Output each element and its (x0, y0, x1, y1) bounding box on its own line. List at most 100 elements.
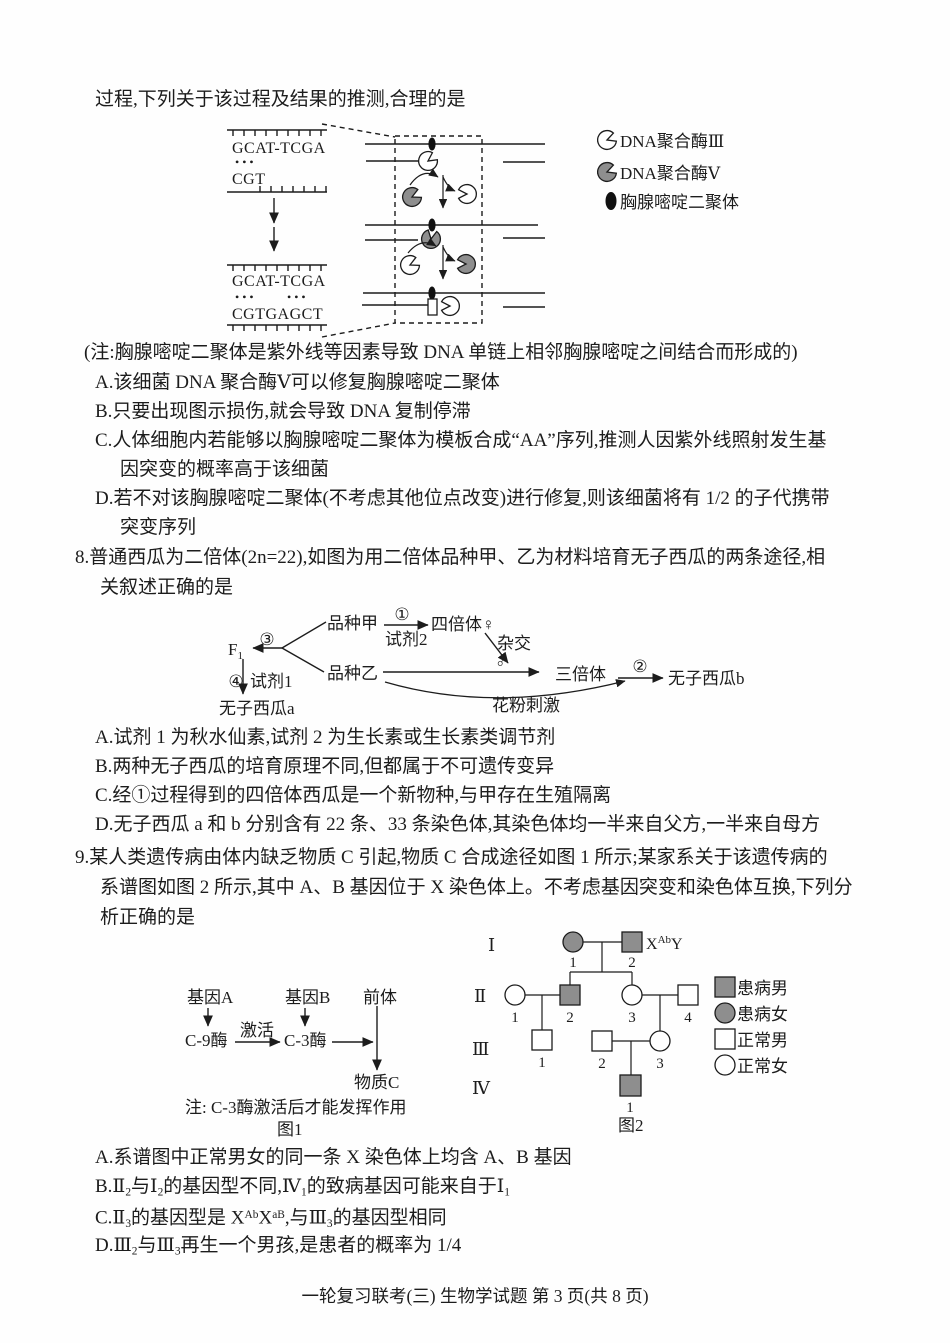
thymine-dimer-icon (428, 218, 436, 232)
q7-option-d-cont: 突变序列 (120, 517, 197, 538)
zoom-connector-top (321, 123, 396, 138)
triploid-label: 三倍体 (555, 665, 606, 684)
gen-label-3: Ⅲ (472, 1039, 489, 1059)
descent-line (569, 942, 633, 985)
step1-circled: ① (394, 605, 409, 624)
gene-b-label: 基因B (285, 988, 330, 1007)
pedigree-ii3-normal-female (621, 984, 643, 1006)
q9-option-a: A.系谱图中正常男女的同一条 X 染色体上均含 A、B 基因 (95, 1147, 572, 1168)
legend-pol5-label: DNA聚合酶Ⅴ (620, 164, 721, 183)
pedigree-iv1-affected-male (619, 1074, 642, 1097)
fig1-note: 注: C-3酶激活后才能发挥作用 (185, 1098, 406, 1117)
legend-normal-female-label: 正常女 (737, 1057, 788, 1076)
swap-arc-arrow (409, 168, 439, 186)
q9-pathway-figure: 基因A 基因B 前体 C-9酶 激活 C-3酶 物质C 注: C-3酶激活后才能… (185, 988, 406, 1139)
legend-dimer-label: 胸腺嘧啶二聚体 (620, 193, 739, 212)
seq-bot-pair-dots-left: ••• (235, 290, 257, 304)
q7-option-c-cont: 因突变的概率高于该细菌 (120, 459, 330, 480)
fork-branch-arrow (442, 246, 456, 262)
q9-pedigree-figure: Ⅰ Ⅱ Ⅲ Ⅳ XAbY 1 2 1 2 3 4 1 2 3 1 图2 患病男 … (472, 931, 788, 1135)
pedigree-number: 2 (628, 955, 636, 971)
pedigree-number: 3 (656, 1056, 664, 1072)
q7-option-a: A.该细菌 DNA 聚合酶Ⅴ可以修复胸腺嘧啶二聚体 (95, 372, 500, 393)
pedigree-number: 1 (538, 1055, 546, 1071)
legend-pol5-icon (594, 159, 619, 185)
q9-stem: 9.某人类遗传病由体内缺乏物质 C 引起,物质 C 合成途径如图 1 所示;某家… (75, 847, 828, 868)
seq-bot-pair-dots-right: ••• (287, 290, 309, 304)
legend-normal-male-label: 正常男 (737, 1031, 788, 1050)
branch-line-jia (281, 621, 327, 649)
q8-option-c: C.经①过程得到的四倍体西瓜是一个新物种,与甲存在生殖隔离 (95, 785, 612, 806)
q8-option-d: D.无子西瓜 a 和 b 分别含有 22 条、33 条染色体,其染色体均一半来自… (95, 814, 821, 835)
legend-normal-male-icon (714, 1028, 736, 1050)
q9-option-c: C.Ⅱ3的基因型是 XAbXaB,与Ⅲ3的基因型相同 (95, 1207, 447, 1231)
q7-option-d: D.若不对该胸腺嘧啶二聚体(不考虑其他位点改变)进行修复,则该细菌将有 1/2 … (95, 488, 830, 509)
reagent2-label: 试剂2 (385, 630, 428, 649)
dna-pol3-icon (414, 147, 441, 175)
seq-top-upper: GCAT-TCGA (232, 140, 326, 157)
variety-yi-label: 品种乙 (327, 664, 378, 683)
enzyme3-label: C-3酶 (284, 1031, 327, 1050)
thymine-dimer-icon (428, 286, 436, 300)
pedigree-number: 1 (511, 1010, 519, 1026)
pedigree-number: 1 (569, 955, 577, 971)
branch-line-yi (281, 647, 325, 673)
gen-label-1: Ⅰ (488, 935, 495, 955)
seq-bot-lower: CGTGAGCT (232, 306, 323, 323)
legend-pol3-label: DNA聚合酶Ⅲ (620, 132, 724, 151)
gen-label-4: Ⅳ (472, 1078, 491, 1098)
thymine-dimer-icon (428, 137, 436, 151)
dna-strand-comb (227, 129, 327, 136)
q7-intro-text: 过程,下列关于该过程及结果的推测,合理的是 (95, 89, 466, 110)
q9-stem-cont: 系谱图如图 2 所示,其中 A、B 基因位于 X 染色体上。不考虑基因突变和染色… (100, 877, 853, 898)
pedigree-i2-affected-male (621, 931, 643, 953)
q7-note: (注:胸腺嘧啶二聚体是紫外线等因素导致 DNA 单链上相邻胸腺嘧啶之间结合而形成… (84, 342, 798, 363)
q9-option-d: D.Ⅲ2与Ⅲ3再生一个男孩,是患者的概率为 1/4 (95, 1235, 462, 1258)
zoom-box (394, 135, 483, 324)
fork-branch-arrow (442, 176, 456, 192)
q8-option-b: B.两种无子西瓜的培育原理不同,但都属于不可遗传变异 (95, 756, 555, 777)
pedigree-iii1-normal-male (531, 1029, 553, 1051)
legend-pol3-icon (594, 127, 619, 153)
pollen-curve-arrow (384, 679, 626, 699)
pedigree-iii2-normal-male (591, 1030, 613, 1052)
precursor-label: 前体 (363, 988, 397, 1007)
pedigree-number: 4 (684, 1010, 692, 1026)
dna-strand-comb (227, 324, 327, 331)
zoom-connector-bottom (321, 322, 396, 338)
step4-circled: ④ (228, 672, 243, 691)
q8-option-a: A.试剂 1 为秋水仙素,试剂 2 为生长素或生长素类调节剂 (95, 727, 556, 748)
seedless-b-label: 无子西瓜b (668, 669, 745, 688)
dna-pol5-icon (456, 253, 477, 275)
pedigree-number: 3 (628, 1010, 636, 1026)
substance-c-label: 物质C (354, 1073, 399, 1092)
swap-arc-arrow (407, 237, 437, 254)
pedigree-ii4-normal-male (677, 984, 699, 1006)
enzyme9-label: C-9酶 (185, 1031, 228, 1050)
dna-pol5-icon (419, 228, 443, 251)
legend-normal-female-icon (714, 1054, 736, 1076)
repaired-patch (427, 298, 438, 316)
fig1-caption: 图1 (277, 1120, 303, 1139)
pedigree-ii1-normal-female (504, 984, 526, 1006)
pedigree-iii3-normal-female (649, 1030, 671, 1052)
dna-pol3-icon (457, 183, 478, 205)
pedigree-ii2-affected-male (559, 984, 581, 1006)
legend-affected-male-icon (714, 976, 736, 998)
pedigree-i1-affected-female (562, 931, 584, 953)
cross-label: 杂交 (497, 634, 531, 653)
q8-stem: 8.普通西瓜为二倍体(2n=22),如图为用二倍体品种甲、乙为材料培育无子西瓜的… (75, 547, 826, 568)
variety-jia-label: 品种甲 (327, 614, 378, 633)
page-footer: 一轮复习联考(三) 生物学试题 第 3 页(共 8 页) (301, 1286, 649, 1306)
seq-bot-upper: GCAT-TCGA (232, 273, 326, 290)
pedigree-number: 2 (566, 1010, 574, 1026)
q8-breeding-figure: F1 ③ 品种甲 ① 试剂2 四倍体♀ 杂交 品种乙 ♂ 三倍体 ② 无子西瓜b… (219, 605, 745, 718)
f1-label: F1 (228, 640, 243, 662)
gen-label-2: Ⅱ (474, 986, 486, 1006)
fig2-caption: 图2 (618, 1116, 644, 1135)
pollen-label: 花粉刺激 (492, 696, 560, 715)
q8-stem-cont: 关叙述正确的是 (100, 577, 234, 598)
gene-a-label: 基因A (187, 988, 234, 1007)
dna-strand-comb (227, 186, 327, 193)
dna-strand-comb (227, 264, 327, 271)
